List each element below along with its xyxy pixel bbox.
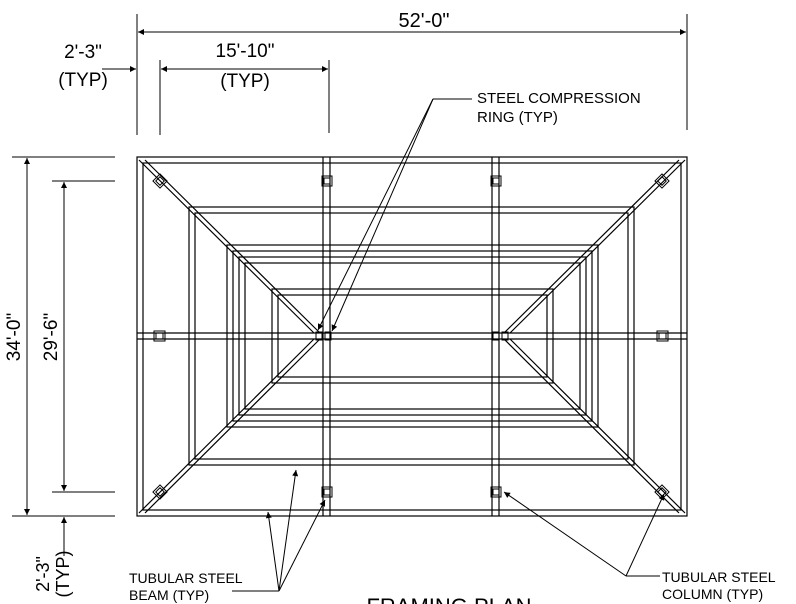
intermediate-frame-inner [194,212,629,460]
label-compression-ring-line1: STEEL COMPRESSION [477,90,641,107]
label-compression-ring-line2: RING (TYP) [477,109,558,126]
hip-beam-br-b [503,338,680,514]
label-beam-line1: TUBULAR STEEL [129,570,243,586]
ring-frame-mid-inner [244,262,581,410]
leader-column-2 [625,493,665,577]
dim-bottom-offset-typ-label: (TYP) [53,551,73,598]
plan-title: FRAMING PLAN [366,594,531,604]
inner-frame-inner [277,294,548,378]
leader-beam-3 [278,499,326,592]
framing-plan [136,156,688,517]
dim-bay-width-typ-label: (TYP) [220,71,270,92]
outer-frame [136,156,688,517]
intermediate-frame [188,206,635,466]
hip-beam-br-a [509,338,686,514]
leader-beam-2 [278,469,299,592]
column-symbol [490,486,502,498]
dim-side-offset-typ-label: (TYP) [58,70,108,91]
ring-joint-right-b [501,331,509,341]
ring-frame-mid [238,256,587,416]
hip-beam-tr-b [503,159,680,334]
column-symbol [490,175,502,187]
column-symbols [152,173,670,500]
leader-column-1 [503,491,627,577]
leader-compression-ring-1 [317,98,434,331]
label-column-line1: TUBULAR STEEL [662,569,776,585]
ring-frame-outer-inner [232,250,593,422]
annotations: 52'-0" 2'-3" (TYP) 15'-10" (TYP) 34'-0" … [4,10,776,604]
hip-beam-tl-b [144,159,321,334]
ring-frame-outer [226,244,599,428]
dim-bay-width-label: 15'-10" [216,41,275,62]
outer-frame-inner [142,162,682,511]
label-beam-line2: BEAM (TYP) [129,587,209,603]
hip-beam-bl-a [138,338,315,514]
column-symbol [654,484,670,500]
inner-frame [271,288,554,384]
leaders [232,98,665,592]
hip-beam-tl-a [138,159,315,334]
label-column-line2: COLUMN (TYP) [662,586,763,602]
hip-beam-bl-b [144,338,321,514]
column-symbol [321,486,333,498]
column-symbol [152,173,168,189]
column-symbol [656,330,669,342]
hip-beam-tr-a [509,159,686,334]
column-symbol [153,330,166,342]
dim-overall-width-label: 52'-0" [399,10,450,32]
dim-bottom-offset-label: 2'-3" [33,556,53,592]
leader-compression-ring-2 [331,98,434,332]
ring-joint-right-a [492,331,500,341]
leader-beam-1 [265,511,280,592]
ring-joint-left-a [315,331,323,341]
dim-side-offset-label: 2'-3" [64,42,102,63]
column-symbol [321,175,333,187]
ring-joint-left-b [324,331,332,341]
column-symbol [654,173,670,189]
dim-overall-depth-label: 34'-0" [4,313,25,361]
dimension-lines [12,14,688,556]
dim-inner-depth-label: 29'-6" [41,313,62,361]
column-symbol [152,484,168,500]
